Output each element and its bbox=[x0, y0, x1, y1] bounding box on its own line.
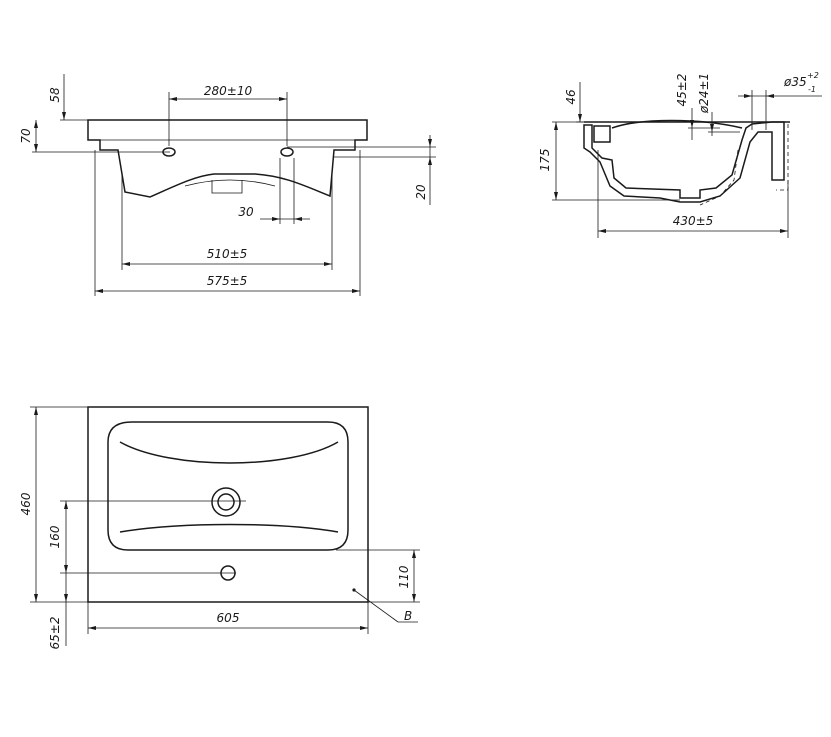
top-bowl-front-curve bbox=[119, 523, 339, 533]
dim-58: 58 bbox=[48, 87, 62, 103]
top-drain-inner bbox=[217, 493, 235, 511]
front-drain-outlet bbox=[211, 180, 243, 194]
dim-20: 20 bbox=[414, 184, 428, 200]
dim-430: 430±5 bbox=[673, 214, 714, 228]
dim-35: ø35 bbox=[783, 75, 807, 89]
dim-605: 605 bbox=[217, 611, 240, 625]
dim-35-sub: -1 bbox=[808, 85, 816, 94]
top-bowl-back-curve bbox=[119, 441, 339, 464]
front-basin-outline bbox=[87, 119, 368, 198]
dim-575: 575±5 bbox=[207, 274, 248, 288]
dim-110: 110 bbox=[397, 565, 411, 588]
side-bowl-curve bbox=[611, 119, 743, 129]
dim-510: 510±5 bbox=[207, 247, 248, 261]
top-view: B 460 160 65±2 110 605 bbox=[19, 406, 420, 650]
top-drain-outer bbox=[211, 487, 241, 517]
front-tap-hole-right bbox=[280, 147, 294, 157]
label-b: B bbox=[404, 609, 412, 623]
dim-65: 65±2 bbox=[48, 617, 62, 650]
dim-280: 280±10 bbox=[204, 84, 253, 98]
front-bowl-arc bbox=[184, 179, 276, 187]
dim-24: ø24±1 bbox=[697, 73, 711, 114]
dim-46: 46 bbox=[564, 89, 578, 105]
dim-45: 45±2 bbox=[675, 74, 689, 107]
side-hidden-line bbox=[699, 149, 739, 206]
dim-70: 70 bbox=[19, 128, 33, 144]
side-view: 46 175 45±2 ø24±1 ø35 +2 -1 430±5 bbox=[538, 71, 822, 238]
front-view: 280±10 58 70 20 30 510±5 bbox=[19, 74, 436, 296]
dim-30: 30 bbox=[238, 205, 254, 219]
dim-160: 160 bbox=[48, 525, 62, 548]
top-basin-outline bbox=[87, 406, 369, 603]
dim-35-sup: +2 bbox=[807, 71, 819, 80]
side-section bbox=[583, 121, 785, 203]
side-overflow bbox=[593, 125, 611, 143]
dim-460: 460 bbox=[19, 492, 33, 515]
top-bowl-outline bbox=[107, 421, 349, 551]
dim-175: 175 bbox=[538, 149, 552, 172]
